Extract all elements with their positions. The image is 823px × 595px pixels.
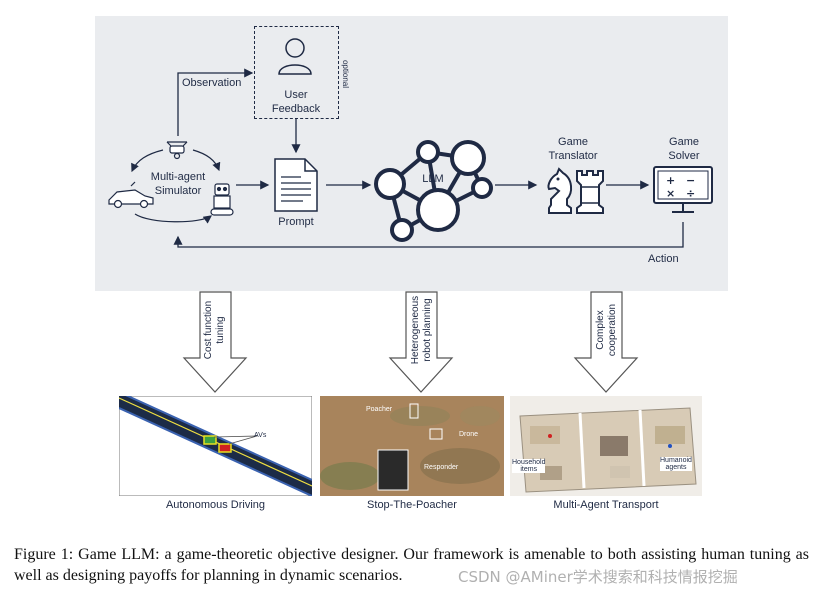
block-arrow-1 <box>182 291 248 393</box>
drone-annotation: Drone <box>459 431 479 438</box>
prompt-label: Prompt <box>278 216 314 228</box>
chess-pieces-icon <box>547 167 604 214</box>
multi-agent-transport-image <box>510 396 702 496</box>
svg-text:+: + <box>666 174 675 187</box>
llm-network-icon <box>374 140 493 242</box>
humanoid-agents-annotation: Humanoid agents <box>660 457 692 471</box>
autonomous-driving-image <box>119 396 312 496</box>
arrow-label-2: Heterogeneous robot planning <box>410 295 433 365</box>
llm-label: LLM <box>422 173 444 185</box>
responder-annotation: Responder <box>424 464 459 471</box>
watermark: CSDN @AMiner学术搜索和科技情报挖掘 <box>458 568 738 586</box>
simulator-cluster <box>108 141 234 224</box>
observation-arrow <box>177 68 254 136</box>
household-items-annotation: Household items <box>512 459 546 473</box>
action-label: Action <box>648 253 679 265</box>
block-arrow-3 <box>573 291 639 393</box>
poacher-annotation: Poacher <box>366 406 393 413</box>
block-arrows <box>182 291 639 393</box>
drone-icon <box>166 141 188 160</box>
calculator-monitor-icon: + − × ÷ <box>653 166 713 213</box>
user-feedback-label: User Feedback <box>271 89 321 115</box>
stop-the-poacher-caption: Stop-The-Poacher <box>367 499 457 511</box>
car-icon <box>108 189 154 209</box>
user-feedback-box <box>254 26 339 119</box>
action-arrow <box>173 222 684 248</box>
arrow-label-3: Complex cooperation <box>595 303 618 357</box>
framework-panel <box>95 16 728 291</box>
avs-annotation: AVs <box>254 432 267 439</box>
svg-text:÷: ÷ <box>686 187 695 200</box>
stop-the-poacher-image <box>320 396 504 496</box>
arrow-label-1: Cost function tuning <box>203 300 226 360</box>
svg-text:×: × <box>666 187 675 200</box>
robot-icon <box>210 183 234 216</box>
figure-caption: Figure 1: Game LLM: a game-theoretic obj… <box>14 546 809 584</box>
observation-label: Observation <box>182 77 242 89</box>
autonomous-driving-caption: Autonomous Driving <box>165 499 266 511</box>
document-icon <box>274 158 318 212</box>
solver-label: Game Solver <box>668 136 700 162</box>
block-arrow-2 <box>388 291 454 393</box>
translator-label: Game Translator <box>548 136 598 162</box>
simulator-label: Multi-agent Simulator <box>150 171 206 197</box>
svg-text:−: − <box>686 174 695 187</box>
user-icon <box>278 38 312 75</box>
multi-agent-transport-caption: Multi-Agent Transport <box>553 499 659 511</box>
